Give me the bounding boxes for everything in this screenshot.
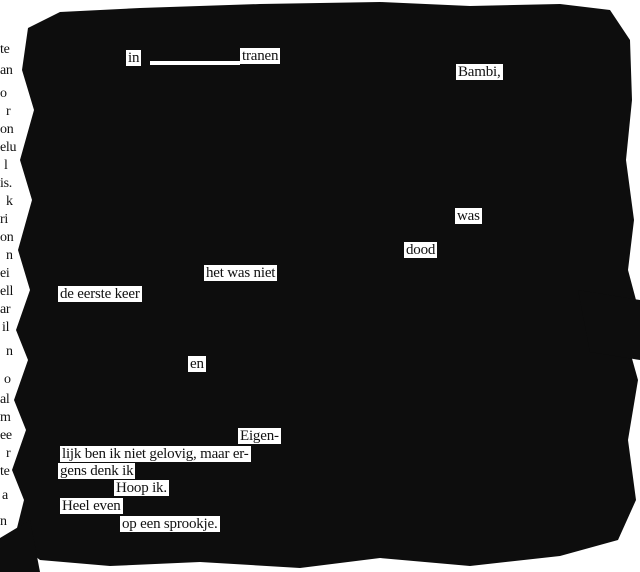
poem-phrase-hoop-ik: Hoop ik.: [114, 480, 169, 496]
margin-fragment: ell: [0, 284, 14, 299]
margin-fragment: r: [6, 104, 11, 119]
poem-phrase-het-was-niet: het was niet: [204, 265, 278, 281]
margin-fragment: on: [0, 122, 14, 137]
margin-fragment: r: [6, 446, 11, 461]
poem-phrase-heel-even: Heel even: [60, 498, 123, 514]
poem-word-eigen: Eigen-: [238, 428, 281, 444]
poem-phrase-de-eerste-keer: de eerste keer: [58, 286, 142, 302]
margin-fragment: n: [6, 344, 13, 359]
margin-fragment: n: [0, 514, 7, 529]
poem-phrase-op-een-sprookje: op een sprookje.: [120, 516, 220, 532]
margin-fragment: elu: [0, 140, 17, 155]
margin-fragment: on: [0, 230, 14, 245]
poem-phrase-gens-denk-ik: gens denk ik: [58, 463, 136, 479]
margin-fragment: is.: [0, 176, 12, 191]
poem-word-dood: dood: [404, 242, 438, 258]
poem-word-in: in: [126, 50, 142, 66]
poem-word-tranen: tranen: [240, 48, 281, 64]
margin-fragment: ei: [0, 266, 10, 281]
margin-fragment: an: [0, 63, 13, 78]
margin-fragment: ee: [0, 428, 12, 443]
margin-fragment: n: [6, 248, 13, 263]
margin-fragment: al: [0, 392, 10, 407]
margin-fragment: ar: [0, 302, 11, 317]
poem-word-was: was: [455, 208, 482, 224]
margin-fragment: te: [0, 42, 10, 57]
margin-fragment: a: [2, 488, 8, 503]
margin-fragment: ri: [0, 212, 8, 227]
poem-word-bambi: Bambi,: [456, 64, 503, 80]
margin-fragment: te: [0, 464, 10, 479]
margin-fragment: o: [0, 86, 7, 101]
margin-fragment: o: [4, 372, 11, 387]
poem-word-en: en: [188, 356, 206, 372]
margin-fragment: il: [2, 320, 10, 335]
poem-line-lijk-ben-ik: lijk ben ik niet gelovig, maar er-: [60, 446, 251, 462]
margin-fragment: k: [6, 194, 13, 209]
margin-fragment: m: [0, 410, 11, 425]
margin-fragment: l: [4, 158, 8, 173]
